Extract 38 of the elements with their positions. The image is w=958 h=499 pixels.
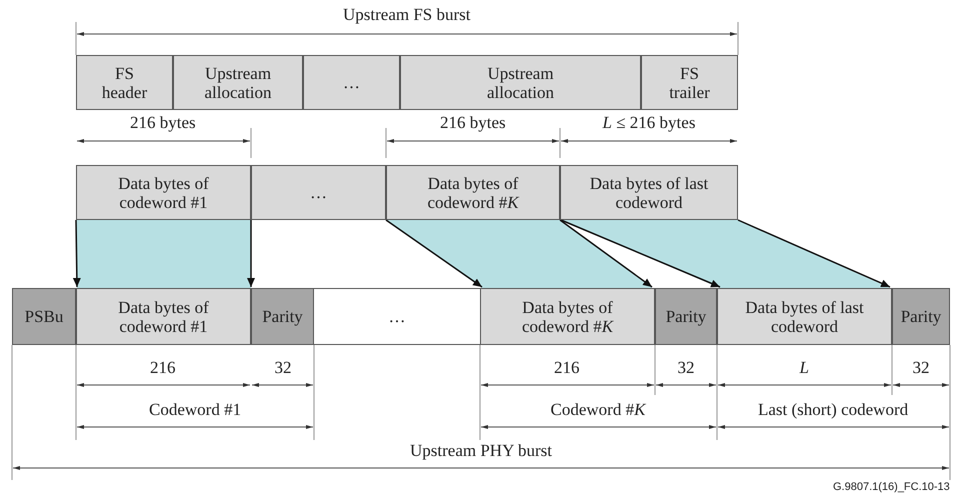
frame-field: Parity [655, 288, 717, 345]
frame-field: Parity [892, 288, 950, 345]
frame-field: Data bytes of last codeword [717, 288, 892, 345]
dimension-label: Last (short) codeword [758, 400, 908, 419]
frame-field: … [251, 165, 386, 220]
dimension-label: Codeword #1 [149, 400, 242, 419]
frame-field: Data bytes of last codeword [560, 165, 738, 220]
dimension-label: 216 bytes [440, 113, 506, 132]
frame-field: FS header [76, 55, 173, 110]
dimension-label: Codeword #K [550, 400, 646, 419]
arrow [560, 219, 652, 288]
dimension-label: 32 [912, 358, 930, 377]
frame-field: Data bytes of codeword #K [386, 165, 560, 220]
dimension-label: Upstream PHY burst [410, 441, 552, 460]
frame-field: Data bytes of codeword #1 [76, 165, 251, 220]
frame-field: Data bytes of codeword #1 [76, 288, 251, 345]
arrow [247, 220, 255, 287]
frame-field: Data bytes of codeword #K [480, 288, 655, 345]
dimension-label: 216 bytes [130, 113, 196, 132]
dimension-label: 216 [150, 358, 176, 377]
arrow [560, 219, 720, 288]
arrow [386, 219, 482, 288]
frame-field: Upstream allocation [173, 55, 303, 110]
dimension-label: L [800, 358, 809, 377]
arrow [738, 219, 890, 288]
frame-field: … [303, 55, 400, 110]
dimension-label: L ≤ 216 bytes [602, 113, 696, 132]
frame-field: Parity [251, 288, 314, 345]
frame-field: Upstream allocation [400, 55, 641, 110]
figure-id: G.9807.1(16)_FC.10-13 [833, 481, 950, 494]
dimension-label: 216 [554, 358, 580, 377]
frame-field: PSBu [12, 288, 76, 345]
arrow [72, 220, 81, 288]
dimension-label: 32 [274, 358, 292, 377]
dimension-label: Upstream FS burst [343, 5, 470, 24]
frame-field: … [314, 288, 480, 345]
dimension-label: 32 [678, 358, 694, 377]
frame-field: FS trailer [641, 55, 738, 110]
